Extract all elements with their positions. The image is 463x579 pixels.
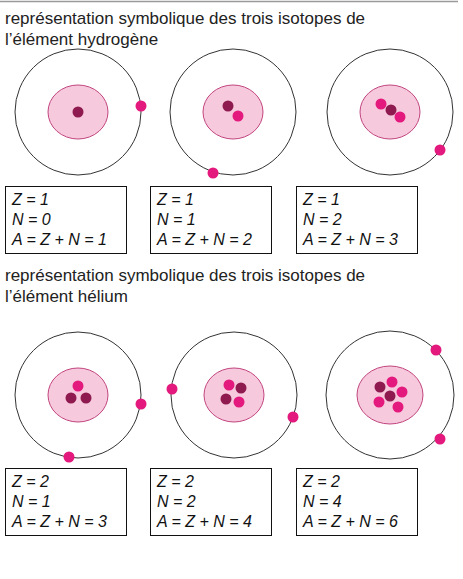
isotope-value: N = 1 <box>157 210 265 230</box>
isotope-value: N = 1 <box>12 492 120 512</box>
neutron <box>395 112 406 123</box>
isotope-value: A = Z + N = 2 <box>157 230 265 250</box>
isotope-value: A = Z + N = 3 <box>12 512 120 532</box>
neutron <box>233 111 244 122</box>
isotope-value: Z = 1 <box>12 190 120 210</box>
isotope-value: Z = 1 <box>303 190 411 210</box>
electron-orbit <box>171 332 297 458</box>
nucleus <box>204 368 264 422</box>
electron-orbit <box>15 49 141 175</box>
neutron <box>374 397 385 408</box>
nucleus <box>48 85 108 139</box>
isotope-value: Z = 1 <box>157 190 265 210</box>
electron <box>167 384 178 395</box>
electron-orbit <box>326 331 454 459</box>
neutron <box>393 402 404 413</box>
isotope-box: Z = 2N = 2A = Z + N = 4 <box>150 468 272 536</box>
isotope-value: N = 0 <box>12 210 120 230</box>
electron-orbit <box>15 332 141 458</box>
top-rule <box>0 1 458 3</box>
proton <box>221 394 232 405</box>
isotope-box: Z = 1N = 2A = Z + N = 3 <box>296 186 418 254</box>
proton <box>66 393 77 404</box>
nucleus <box>48 368 108 422</box>
proton <box>385 391 396 402</box>
proton <box>81 393 92 404</box>
isotope-value: N = 2 <box>157 492 265 512</box>
nucleus <box>360 85 420 139</box>
isotope-box: Z = 1N = 0A = Z + N = 1 <box>5 186 127 254</box>
electron-orbit <box>327 49 453 175</box>
neutron <box>73 381 84 392</box>
isotope-value: N = 2 <box>303 210 411 230</box>
proton <box>386 105 397 116</box>
neutron <box>234 397 245 408</box>
isotope-box: Z = 2N = 1A = Z + N = 3 <box>5 468 127 536</box>
isotope-value: A = Z + N = 6 <box>303 512 411 532</box>
nucleus <box>357 366 423 424</box>
electron <box>64 452 75 463</box>
electron <box>288 412 299 423</box>
proton <box>375 382 386 393</box>
section-heading: représentation symbolique des trois isot… <box>5 265 435 307</box>
proton <box>73 107 84 118</box>
isotope-value: Z = 2 <box>157 472 265 492</box>
isotope-value: N = 4 <box>303 492 411 512</box>
electron <box>136 399 147 410</box>
electron <box>435 434 446 445</box>
neutron <box>397 387 408 398</box>
proton <box>223 101 234 112</box>
neutron <box>376 99 387 110</box>
isotope-value: Z = 2 <box>12 472 120 492</box>
electron <box>431 345 442 356</box>
section-heading: représentation symbolique des trois isot… <box>5 8 435 50</box>
isotope-value: Z = 2 <box>303 472 411 492</box>
neutron <box>387 377 398 388</box>
isotope-box: Z = 1N = 1A = Z + N = 2 <box>150 186 272 254</box>
electron <box>435 145 446 156</box>
electron-orbit <box>170 49 296 175</box>
neutron <box>224 380 235 391</box>
nucleus <box>203 85 263 139</box>
isotope-value: A = Z + N = 1 <box>12 230 120 250</box>
proton <box>236 383 247 394</box>
electron <box>136 101 147 112</box>
isotope-value: A = Z + N = 3 <box>303 230 411 250</box>
isotope-box: Z = 2N = 4A = Z + N = 6 <box>296 468 418 536</box>
electron <box>208 168 219 179</box>
isotope-value: A = Z + N = 4 <box>157 512 265 532</box>
